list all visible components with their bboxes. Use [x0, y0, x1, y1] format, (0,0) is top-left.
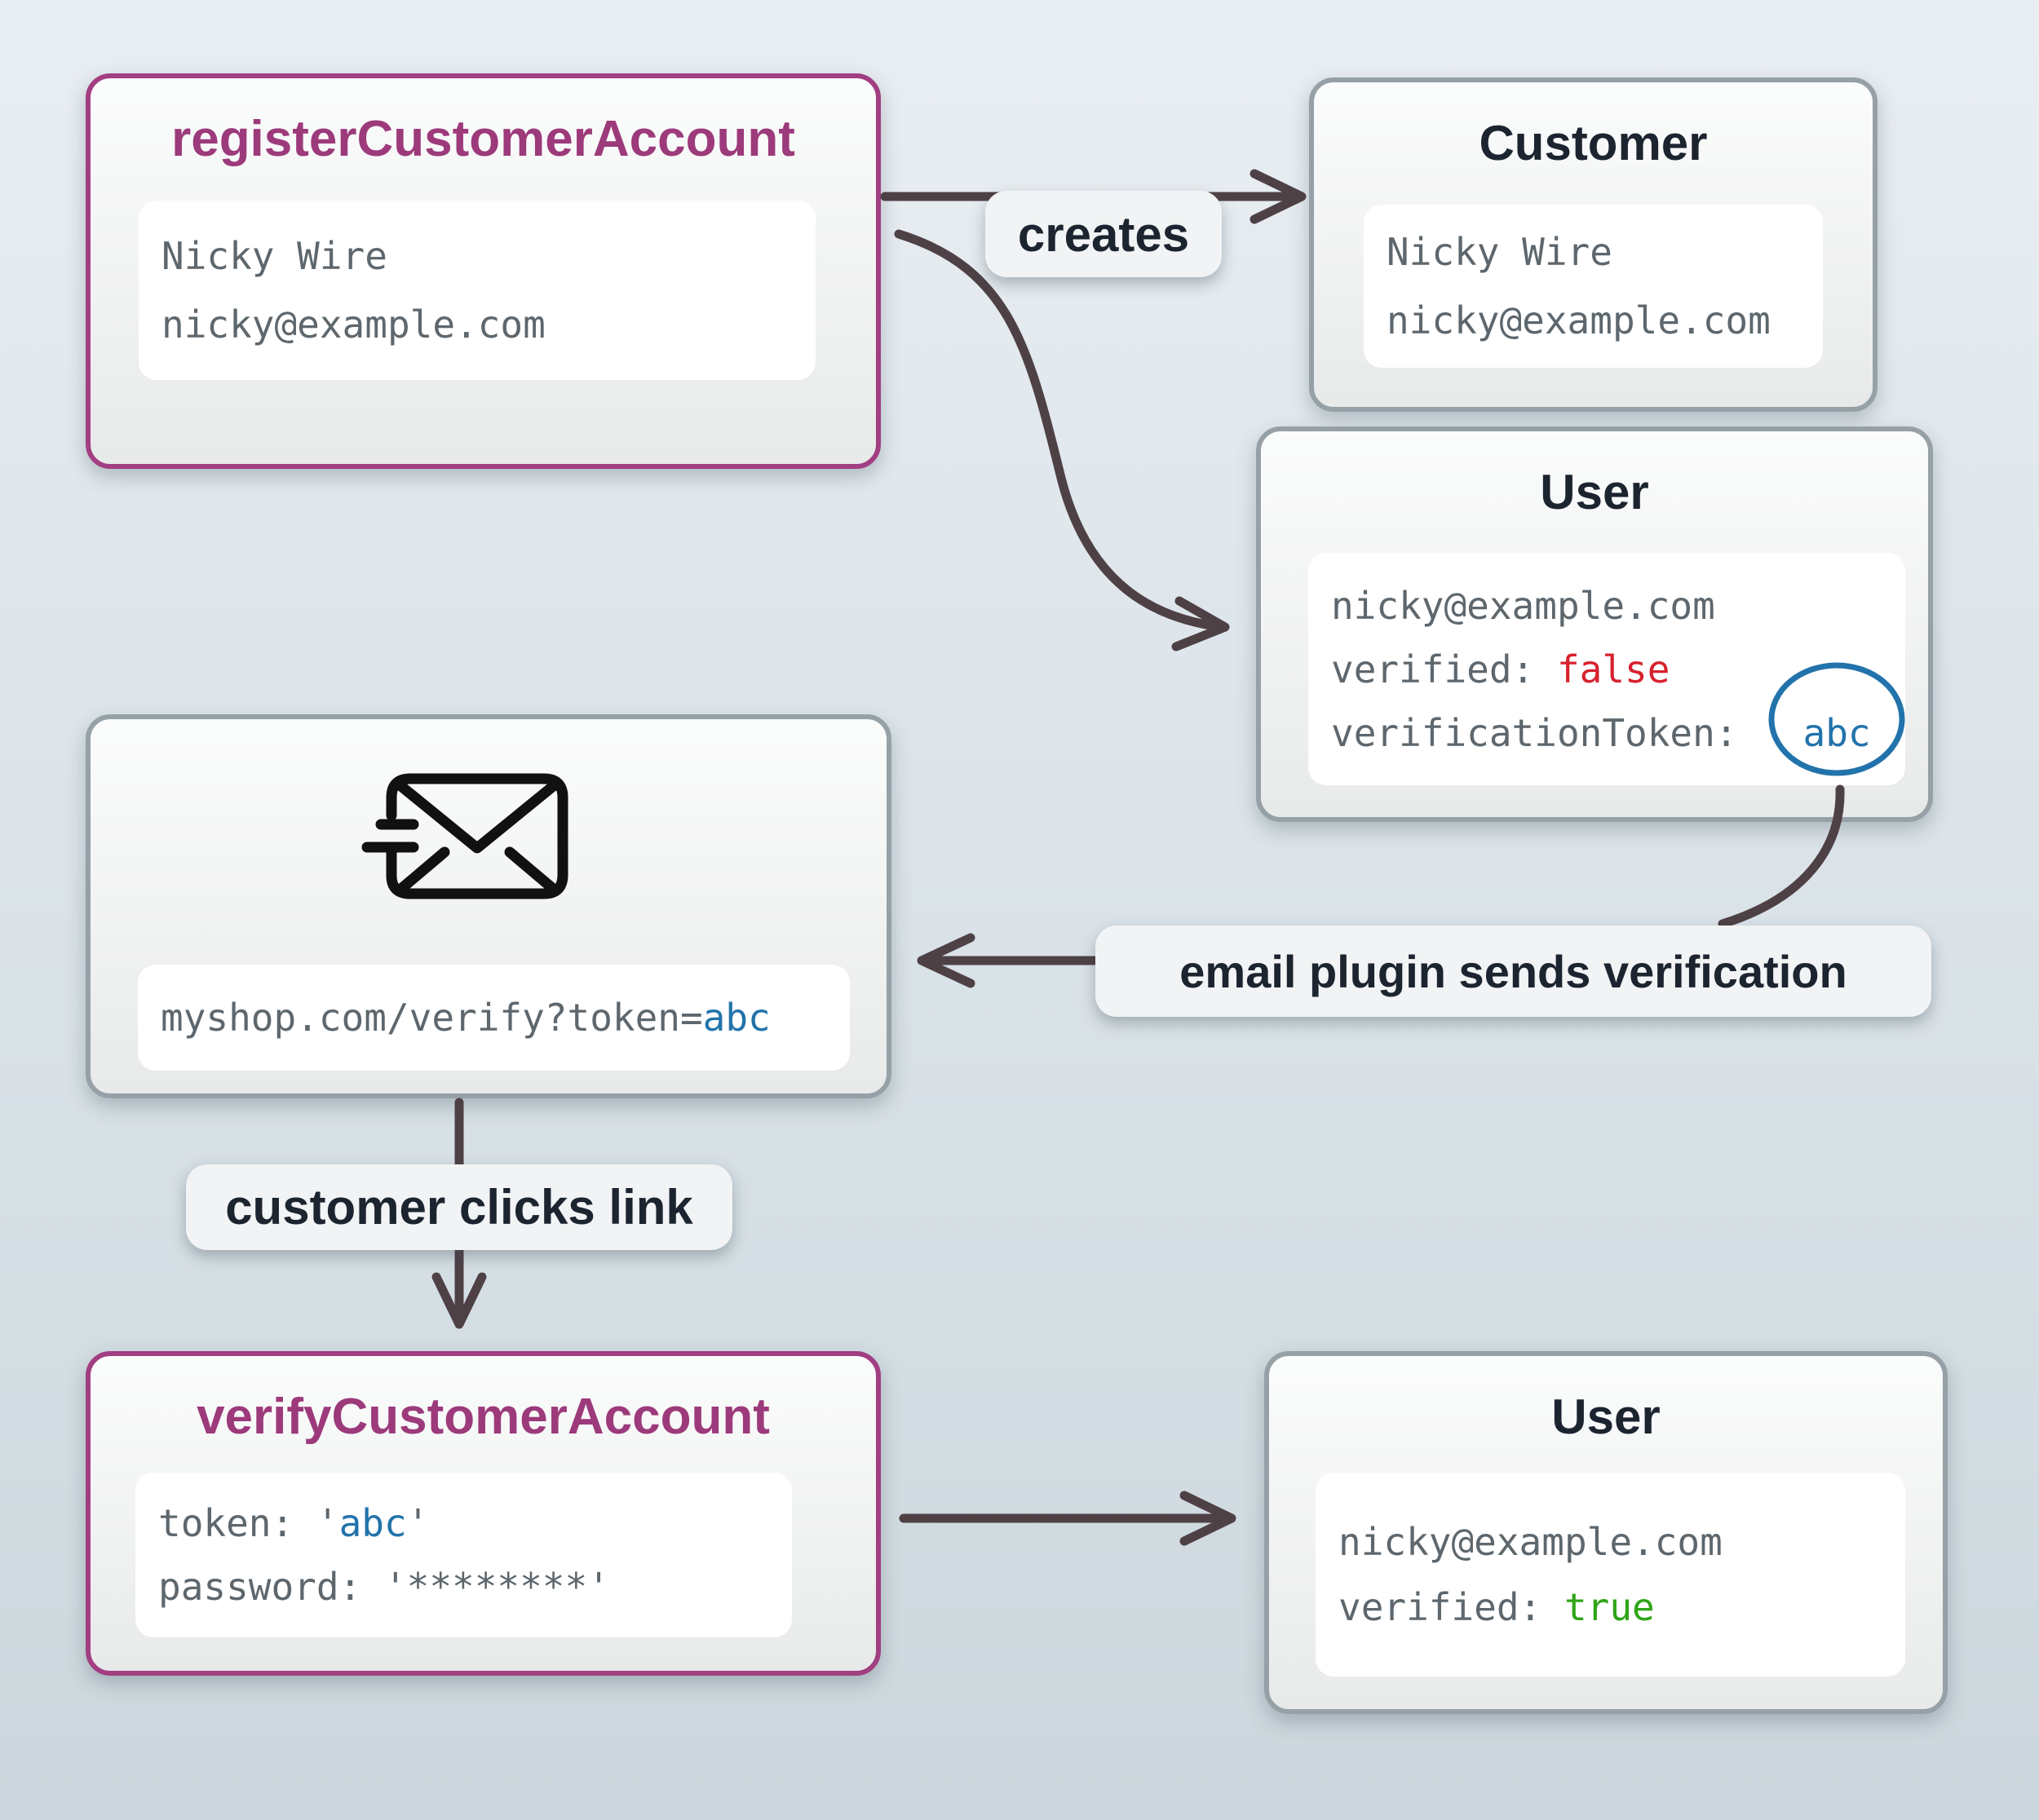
- token-prefix: token: ': [158, 1501, 339, 1545]
- register-customer-account-box: registerCustomerAccount Nicky Wire nicky…: [86, 73, 881, 469]
- envelope-fold-right: [504, 846, 558, 894]
- register-payload-card: Nicky Wire nicky@example.com: [139, 201, 816, 380]
- send-email-icon: [361, 773, 568, 899]
- verify-box-title: verifyCustomerAccount: [197, 1389, 770, 1445]
- token-value: abc: [338, 1501, 407, 1545]
- user-email-text: nicky@example.com: [1338, 1520, 1723, 1564]
- creates-user-arrow-head: [1171, 596, 1230, 652]
- customer-email-text: nicky@example.com: [161, 303, 546, 347]
- register-box-title: registerCustomerAccount: [171, 111, 795, 167]
- user-verified-line: verified: true: [1338, 1575, 1882, 1640]
- verify-payload-card: token: 'abc' password: '********': [135, 1473, 792, 1637]
- password-line: password: '********': [158, 1565, 610, 1609]
- creates-user-curve: [894, 229, 1220, 631]
- customer-name-text: Nicky Wire: [161, 234, 387, 278]
- customer-clicks-label: customer clicks link: [186, 1164, 732, 1250]
- verification-email-box: myshop.com/verify?token=abc: [86, 714, 891, 1098]
- user-email-text: nicky@example.com: [1331, 583, 1715, 628]
- verification-link-text: myshop.com/verify?token=abc: [161, 996, 827, 1040]
- verification-url-prefix: myshop.com/verify?token=: [161, 996, 703, 1040]
- envelope-fold-left: [396, 846, 450, 894]
- customer-entity-box: Customer Nicky Wire nicky@example.com: [1309, 77, 1878, 412]
- verified-value-false: false: [1556, 647, 1670, 691]
- token-line: token: 'abc': [158, 1491, 769, 1555]
- verified-label: verified:: [1331, 647, 1557, 691]
- verification-url-token: abc: [702, 996, 771, 1040]
- verification-link-card: myshop.com/verify?token=abc: [138, 965, 850, 1071]
- customer-email-text: nicky@example.com: [1387, 298, 1771, 342]
- email-plugin-arrow-head: [917, 933, 975, 988]
- verify-user-arrow-head: [1179, 1491, 1236, 1546]
- user-token-line: verificationToken: abc: [1331, 701, 1882, 765]
- envelope-flap: [392, 778, 562, 854]
- user-verified-payload-card: nicky@example.com verified: true: [1316, 1473, 1905, 1676]
- verified-label: verified:: [1338, 1585, 1564, 1629]
- user-unverified-entity-box: User nicky@example.com verified: false v…: [1256, 426, 1933, 822]
- creates-arrow-head: [1249, 169, 1307, 224]
- token-value: abc: [1802, 710, 1871, 755]
- verify-customer-account-box: verifyCustomerAccount token: 'abc' passw…: [86, 1351, 881, 1676]
- customer-box-title: Customer: [1479, 116, 1708, 170]
- customer-name-text: Nicky Wire: [1387, 230, 1612, 274]
- user-box-title: User: [1540, 465, 1649, 519]
- verified-value-true: true: [1564, 1585, 1655, 1629]
- creates-label: creates: [985, 191, 1222, 277]
- email-plugin-label: email plugin sends verification: [1095, 925, 1931, 1017]
- customer-payload-card: Nicky Wire nicky@example.com: [1364, 205, 1823, 368]
- token-suffix: ': [406, 1501, 430, 1545]
- user-unverified-payload-card: nicky@example.com verified: false verifi…: [1308, 553, 1905, 785]
- user-box-title: User: [1551, 1389, 1661, 1444]
- user-verified-line: verified: false: [1331, 638, 1882, 701]
- token-label: verificationToken:: [1331, 710, 1738, 755]
- user-verified-entity-box: User nicky@example.com verified: true: [1264, 1351, 1948, 1714]
- clicks-arrow-head: [431, 1272, 487, 1329]
